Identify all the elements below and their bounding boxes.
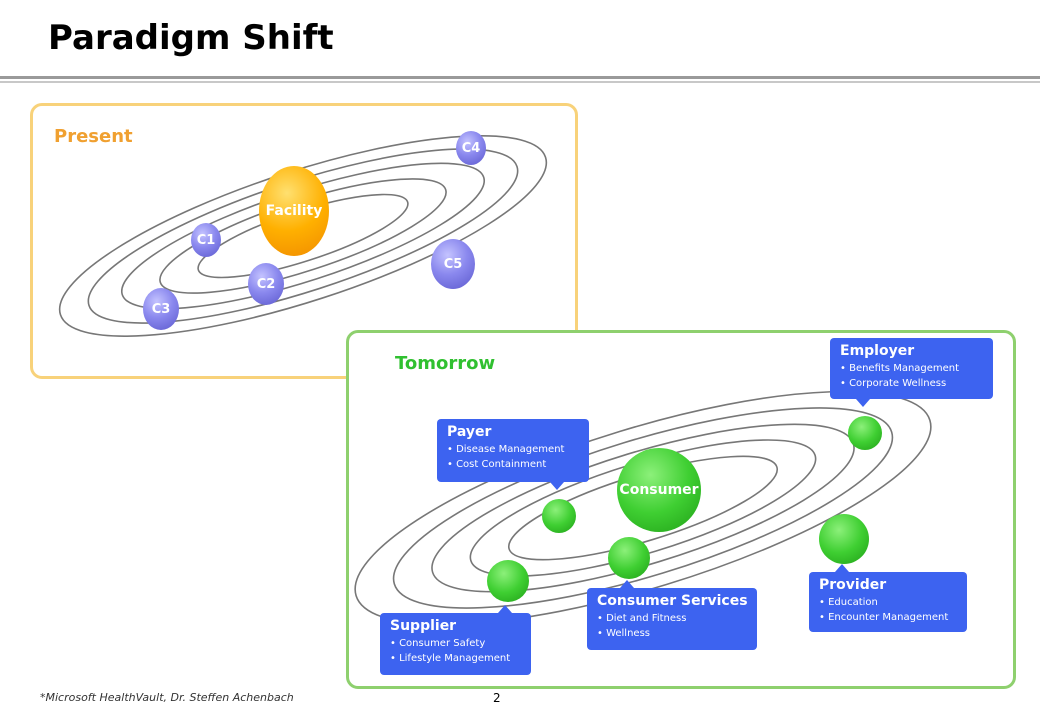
callout-pointer [620,580,634,588]
callout-pointer [835,564,849,572]
consumer-services-item: Diet and Fitness [597,611,748,626]
payer-sphere [542,499,576,533]
provider-callout: Provider Education Encounter Management [809,564,967,632]
employer-item: Corporate Wellness [840,376,984,391]
page-number: 2 [493,691,501,705]
provider-list: Education Encounter Management [819,595,958,625]
provider-item: Education [819,595,958,610]
slide-title: Paradigm Shift [48,18,334,58]
employer-title: Employer [840,343,915,359]
payer-item: Disease Management [447,442,580,457]
consumer-services-sphere [608,537,650,579]
payer-callout: Payer Disease Management Cost Containmen… [437,419,589,490]
facility-sphere: Facility [259,166,329,256]
supplier-title: Supplier [390,618,457,634]
supplier-list: Consumer Safety Lifestyle Management [390,636,522,666]
planet-c2: C2 [248,263,284,305]
supplier-item: Lifestyle Management [390,651,522,666]
supplier-callout: Supplier Consumer Safety Lifestyle Manag… [380,605,531,675]
consumer-services-title: Consumer Services [597,593,748,609]
consumer-services-callout: Consumer Services Diet and Fitness Welln… [587,580,757,650]
supplier-item: Consumer Safety [390,636,522,651]
planet-c1: C1 [191,223,221,257]
employer-item: Benefits Management [840,361,984,376]
consumer-sphere: Consumer [617,448,701,532]
title-divider [0,76,1040,79]
employer-callout: Employer Benefits Management Corporate W… [830,338,993,407]
consumer-services-item: Wellness [597,626,748,641]
tomorrow-orbits [354,390,932,626]
planet-c4: C4 [456,131,486,165]
provider-sphere [819,514,869,564]
orbit-ring [354,390,932,626]
provider-item: Encounter Management [819,610,958,625]
employer-sphere [848,416,882,450]
employer-list: Benefits Management Corporate Wellness [840,361,984,391]
provider-title: Provider [819,577,887,593]
payer-list: Disease Management Cost Containment [447,442,580,472]
planet-c3: C3 [143,288,179,330]
title-divider-secondary [0,81,1040,83]
source-footnote: *Microsoft HealthVault, Dr. Steffen Ache… [40,691,294,704]
planet-c5: C5 [431,239,475,289]
supplier-sphere [487,560,529,602]
payer-item: Cost Containment [447,457,580,472]
payer-title: Payer [447,424,492,440]
orbit-ring [392,407,894,609]
callout-pointer [856,399,870,407]
present-panel: Facility C1 C2 C3 C4 C5 Present [30,103,578,379]
tomorrow-label: Tomorrow [395,353,496,374]
callout-pointer [550,482,564,490]
consumer-services-list: Diet and Fitness Wellness [597,611,748,641]
callout-pointer [498,605,512,613]
present-label: Present [54,126,133,147]
